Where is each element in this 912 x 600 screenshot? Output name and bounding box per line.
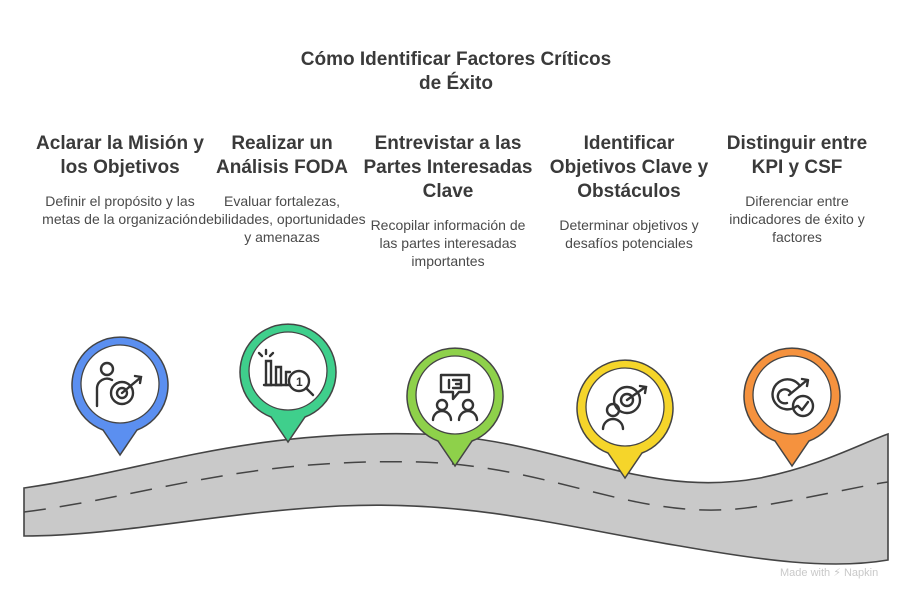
chart-magnifier-icon: 1 xyxy=(257,348,315,397)
step-2: Realizar un Análisis FODA Evaluar fortal… xyxy=(197,132,367,246)
step-5-heading: Distinguir entre KPI y CSF xyxy=(726,133,868,178)
pin-4 xyxy=(576,359,674,480)
target-check-icon xyxy=(771,377,815,418)
step-2-description: Evaluar fortalezas, debilidades, oportun… xyxy=(198,193,366,245)
step-4-description: Determinar objetivos y desafíos potencia… xyxy=(559,217,699,251)
road-center-line xyxy=(23,460,889,513)
step-1-description: Definir el propósito y las metas de la o… xyxy=(42,193,198,227)
pin-5 xyxy=(743,347,841,468)
step-2-heading: Realizar un Análisis FODA xyxy=(216,133,348,178)
step-4-heading: Identificar Objetivos Clave y Obstáculos xyxy=(549,133,709,202)
interview-icon xyxy=(431,373,479,422)
pin-2: 1 xyxy=(239,323,337,444)
napkin-watermark: Made with ⚡ Napkin xyxy=(780,567,879,579)
step-4: Identificar Objetivos Clave y Obstáculos… xyxy=(544,132,714,252)
step-5: Distinguir entre KPI y CSF Diferenciar e… xyxy=(712,132,882,246)
title-line-1: Cómo Identificar Factores Críticos xyxy=(300,49,612,70)
step-3-description: Recopilar información de las partes inte… xyxy=(370,217,526,269)
person-target-icon xyxy=(95,361,143,408)
step-5-description: Diferenciar entre indicadores de éxito y… xyxy=(729,193,865,245)
svg-text:1: 1 xyxy=(296,375,303,389)
step-1: Aclarar la Misión y los Objetivos Defini… xyxy=(35,132,205,228)
target-person-icon xyxy=(601,384,648,431)
pin-1 xyxy=(71,336,169,457)
road xyxy=(23,432,889,565)
title-line-2: de Éxito xyxy=(419,73,493,94)
page-title: Cómo Identificar Factores Críticos de Éx… xyxy=(0,48,912,96)
pin-3 xyxy=(406,347,504,468)
step-3-heading: Entrevistar a las Partes Interesadas Cla… xyxy=(363,133,533,202)
step-1-heading: Aclarar la Misión y los Objetivos xyxy=(36,133,204,178)
step-3: Entrevistar a las Partes Interesadas Cla… xyxy=(363,132,533,270)
